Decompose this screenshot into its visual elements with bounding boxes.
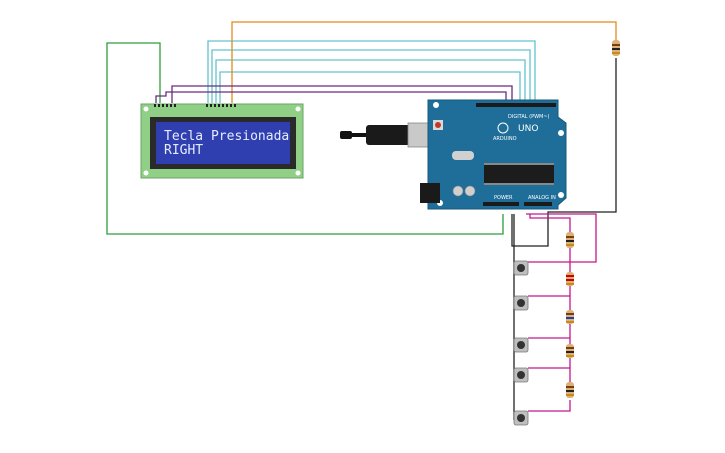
wire-green-lcd-gnd — [106, 42, 504, 235]
resistor-2 — [566, 272, 574, 286]
wire-purple-1 — [171, 85, 513, 103]
lcd-screen — [156, 122, 290, 164]
wires — [106, 21, 617, 420]
wire-black-right — [511, 58, 617, 247]
resistor-top — [612, 40, 620, 56]
resistor-1 — [566, 232, 574, 248]
analog-label: ANALOG IN — [528, 195, 556, 201]
resistors — [566, 40, 620, 398]
wire-magenta-r2 — [528, 295, 571, 312]
capacitor — [452, 185, 464, 197]
wire-magenta-r1 — [528, 261, 571, 274]
lcd-mount-hole — [143, 106, 149, 112]
lcd-line-1: Tecla Presionada — [164, 129, 289, 144]
board-model: UNO — [518, 124, 538, 134]
wire-cyan-4 — [219, 71, 521, 103]
wire-magenta-r5 — [528, 400, 571, 412]
usb-cable — [340, 122, 431, 148]
wire-magenta-a0 — [529, 214, 571, 232]
wire-purple-2 — [155, 91, 507, 103]
arduino-logo-icon — [497, 122, 509, 134]
capacitor — [464, 185, 476, 197]
push-button-2[interactable] — [513, 295, 529, 311]
digital-label: DIGITAL (PWM~) — [508, 114, 550, 120]
power-label: POWER — [494, 195, 513, 201]
lcd-pins — [154, 104, 236, 107]
board-mount-hole — [558, 130, 564, 136]
crystal — [452, 151, 474, 160]
analog-header — [524, 202, 552, 206]
wire-magenta-r4 — [528, 367, 571, 382]
wire-magenta-r3 — [528, 337, 571, 346]
power-header — [483, 202, 519, 206]
board-mount-hole — [558, 192, 564, 198]
board-mount-hole — [433, 102, 439, 108]
wire-cyan-1 — [207, 40, 536, 103]
push-button-3[interactable] — [513, 337, 529, 353]
resistor-3 — [566, 310, 574, 324]
resistor-5 — [566, 382, 574, 398]
resistor-4 — [566, 344, 574, 358]
lcd-module: Tecla Presionada RIGHT — [140, 103, 304, 179]
digital-header — [476, 103, 556, 107]
power-jack — [420, 183, 440, 203]
lcd-mount-hole — [143, 170, 149, 176]
push-button-1[interactable] — [513, 260, 529, 276]
wire-cyan-3 — [215, 59, 526, 103]
wire-magenta-5v — [526, 213, 597, 263]
atmega-chip — [484, 165, 554, 183]
lcd-mount-hole — [295, 170, 301, 176]
wire-cyan-2 — [211, 49, 531, 103]
wire-orange-rs — [231, 21, 617, 103]
arduino-board: DIGITAL (PWM~) UNO ARDUINO POWER ANALOG … — [420, 99, 567, 210]
lcd-line-2: RIGHT — [164, 143, 203, 158]
board-brand: ARDUINO — [493, 136, 517, 142]
push-buttons — [513, 260, 529, 426]
lcd-mount-hole — [295, 106, 301, 112]
push-button-5[interactable] — [513, 410, 529, 426]
push-button-4[interactable] — [513, 367, 529, 383]
